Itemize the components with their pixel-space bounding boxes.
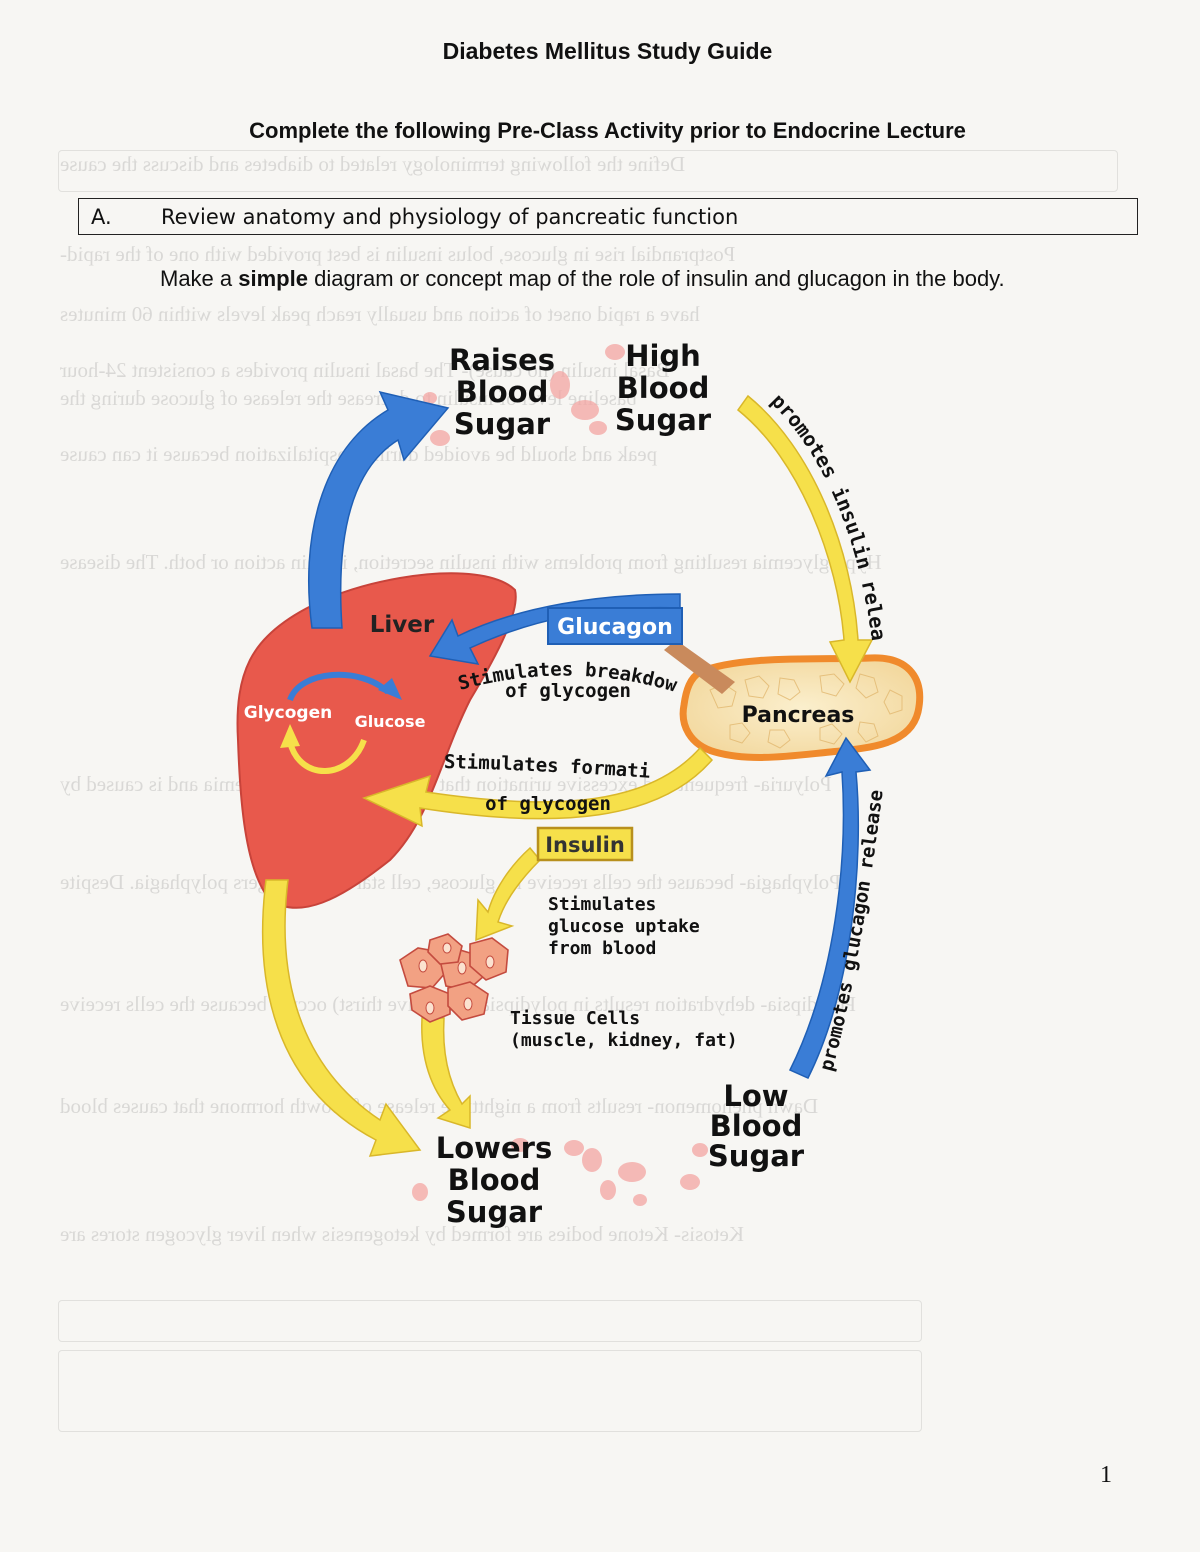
insulin-box: [536, 826, 634, 862]
instruction-after: diagram or concept map of the role of in…: [307, 266, 1005, 291]
pancreas-label: Pancreas: [742, 703, 855, 728]
high-blood-sugar-line3: Sugar: [615, 403, 712, 437]
low-blood-sugar-line1: Low: [723, 1079, 788, 1113]
yellow-arrow-liver-to-lowers: [261, 879, 422, 1157]
raises-blood-sugar-line3: Sugar: [454, 407, 551, 441]
high-blood-sugar-line2: Blood: [617, 371, 710, 405]
low-blood-sugar-line2: Blood: [710, 1109, 803, 1143]
tissue-cell-nuclei: [418, 942, 495, 1015]
promotes-insulin-release-label: promotes insulin release: [0, 0, 891, 642]
low-blood-sugar-line3: Sugar: [708, 1139, 805, 1173]
document-title: Diabetes Mellitus Study Guide: [442, 38, 773, 64]
yellow-arrow-to-tissue: [475, 846, 542, 942]
glucose-label: Glucose: [355, 712, 426, 731]
of-glycogen-formation-label: of glycogen: [485, 793, 611, 815]
bleed-through-box: [58, 1350, 922, 1432]
high-blood-sugar-line1: High: [625, 339, 701, 373]
raises-blood-sugar-line1: Raises: [449, 343, 555, 377]
page-number: 1: [1100, 1462, 1112, 1488]
yellow-arrow-insulin-to-liver: [362, 746, 714, 828]
instruction-bold: simple: [238, 266, 308, 291]
stimulates-uptake-line2: glucose uptake: [548, 916, 700, 937]
stimulates-uptake-line3: from blood: [548, 938, 656, 959]
of-glycogen-breakdown-label: of glycogen: [505, 680, 631, 702]
bleed-through-box: [58, 150, 1118, 192]
lowers-blood-sugar-line3: Sugar: [446, 1195, 543, 1229]
glycogen-to-glucose-arrowhead: [378, 678, 402, 700]
blue-arrow-to-raises: [307, 390, 450, 629]
section-letter: A.: [91, 205, 112, 229]
lowers-blood-sugar-line2: Blood: [448, 1163, 541, 1197]
yellow-arrow-to-pancreas: [736, 394, 874, 684]
glucagon-connector: [664, 640, 735, 694]
instruction-text: Make a simple diagram or concept map of …: [160, 266, 1005, 292]
insulin-label: Insulin: [545, 833, 625, 857]
stimulates-uptake-line1: Stimulates: [548, 894, 656, 915]
section-heading: Review anatomy and physiology of pancrea…: [161, 205, 739, 229]
blue-arrow-to-pancreas: [788, 736, 872, 1079]
raises-blood-sugar-line2: Blood: [456, 375, 549, 409]
glycogen-label: Glycogen: [244, 703, 332, 723]
yellow-arrow-tissue-to-lowers: [421, 1017, 471, 1130]
instruction-before: Make a: [160, 266, 239, 291]
tissue-cells-cluster: [399, 933, 509, 1023]
bleed-through-box: [58, 1300, 922, 1342]
glucose-to-glycogen-arrow: [287, 738, 367, 774]
tissue-cells-label: Tissue Cells: [510, 1008, 640, 1029]
glucagon-label: Glucagon: [557, 615, 673, 640]
section-a-box: A. Review anatomy and physiology of panc…: [78, 198, 1138, 235]
pancreas-texture: [709, 673, 903, 749]
document-subtitle: Complete the following Pre-Class Activit…: [249, 118, 966, 143]
tissue-cells-sub-label: (muscle, kidney, fat): [510, 1030, 738, 1051]
glucagon-box: [547, 607, 683, 645]
glycogen-to-glucose-arrow: [287, 671, 391, 702]
lowers-blood-sugar-line1: Lowers: [436, 1131, 552, 1165]
glucose-to-glycogen-arrowhead: [280, 724, 300, 748]
liver-label: Liver: [370, 612, 435, 638]
